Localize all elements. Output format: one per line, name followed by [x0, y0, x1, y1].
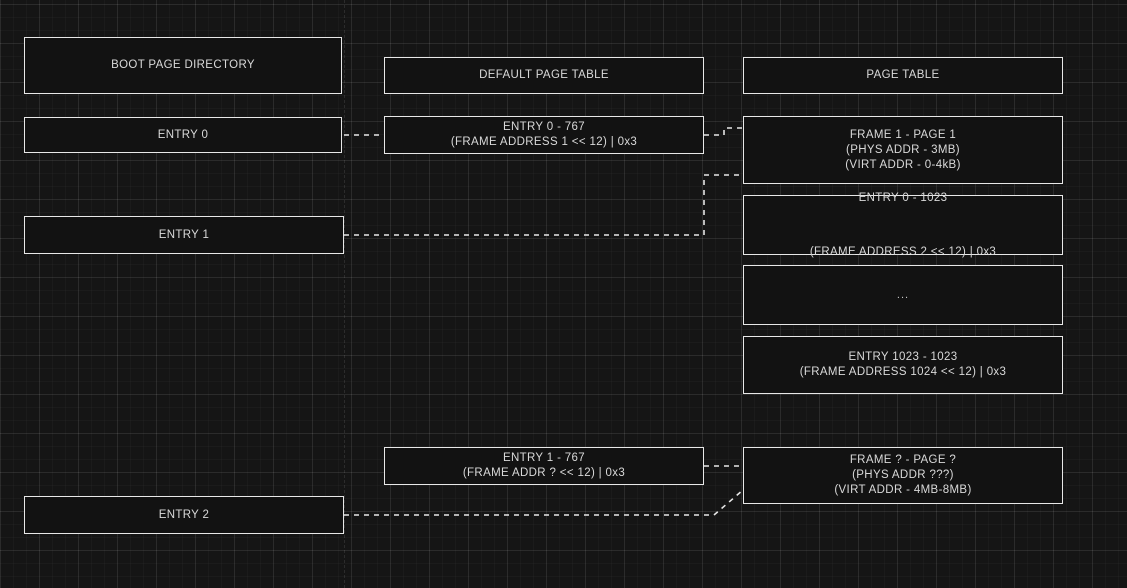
default-page-table-header: DEFAULT PAGE TABLE	[384, 57, 704, 94]
page-table-entry-1023-1023-box[interactable]: ENTRY 1023 - 1023 (FRAME ADDRESS 1024 <<…	[743, 336, 1063, 394]
default-entry-1-767-box[interactable]: ENTRY 1 - 767 (FRAME ADDR ? << 12) | 0x3	[384, 447, 704, 485]
default-entry-0-767-box[interactable]: ENTRY 0 - 767 (FRAME ADDRESS 1 << 12) | …	[384, 116, 704, 154]
page-table-header: PAGE TABLE	[743, 57, 1063, 94]
boot-entry-1-box[interactable]: ENTRY 1	[24, 216, 344, 254]
page-table-ellipsis-box: ...	[743, 265, 1063, 325]
vertical-guide-line	[344, 0, 345, 588]
page-table-entry-0-1023-box[interactable]: ENTRY 0 - 1023 (FRAME ADDRESS 2 << 12) |…	[743, 192, 1063, 258]
frame-q-page-q-box[interactable]: FRAME ? - PAGE ? (PHYS ADDR ???) (VIRT A…	[743, 447, 1063, 504]
boot-entry-0-box[interactable]: ENTRY 0	[24, 117, 342, 153]
connector-default-entry0-to-frame1	[704, 127, 743, 136]
connector-entry1-to-frame1	[344, 174, 743, 236]
connector-entry2-to-frameq	[344, 489, 744, 516]
boot-page-directory-header: BOOT PAGE DIRECTORY	[24, 37, 342, 94]
boot-entry-2-box[interactable]: ENTRY 2	[24, 496, 344, 534]
frame-1-page-1-box[interactable]: FRAME 1 - PAGE 1 (PHYS ADDR - 3MB) (VIRT…	[743, 116, 1063, 184]
